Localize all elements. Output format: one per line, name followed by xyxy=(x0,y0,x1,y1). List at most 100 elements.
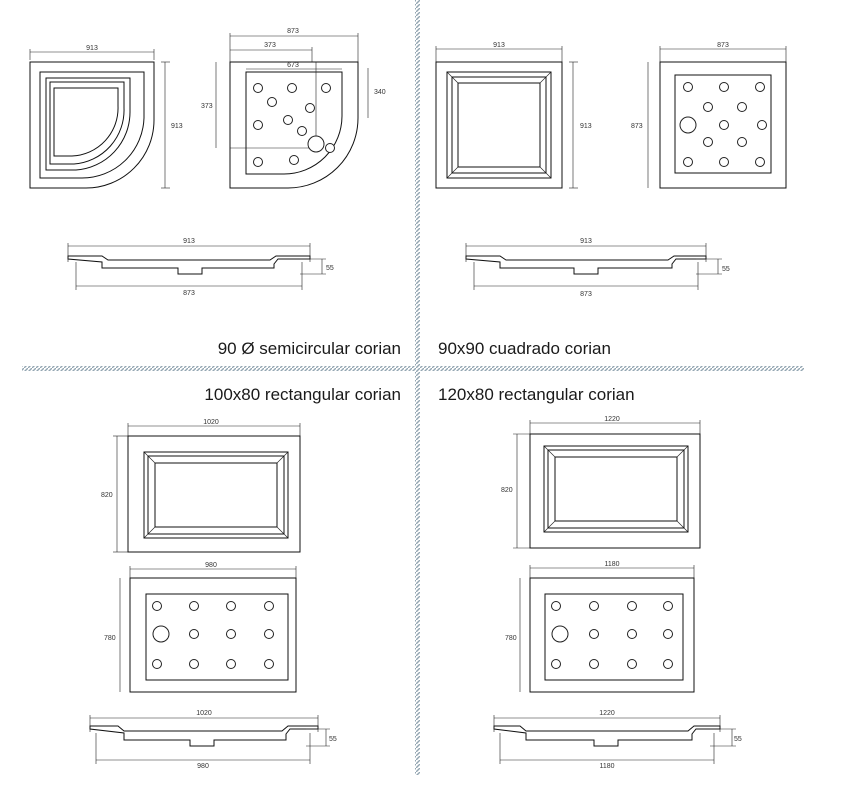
square-side-view: 913 873 55 xyxy=(465,238,730,298)
drain-hole xyxy=(283,115,293,125)
drain-hole xyxy=(589,629,599,639)
square-inner-width-label: 873 xyxy=(717,42,729,49)
semicircular-side-total-label: 913 xyxy=(183,238,195,245)
rect100-inner-height-label: 780 xyxy=(104,635,116,642)
rect120-inner-height-label: 780 xyxy=(505,635,517,642)
drain-hole xyxy=(683,157,693,167)
square-drain-holes xyxy=(679,82,767,167)
rect120-base-plan: 1180 780 xyxy=(505,561,695,693)
drain-hole xyxy=(253,120,263,130)
semicircular-drain-holes xyxy=(253,83,335,167)
rect100-side-view: 1020 980 55 xyxy=(89,710,337,770)
rect120-side-depth-label: 55 xyxy=(734,736,742,743)
drain-hole xyxy=(253,83,263,93)
rect100-side-total-label: 1020 xyxy=(196,710,212,717)
square-height-label: 913 xyxy=(580,123,592,130)
drain-hole xyxy=(321,83,331,93)
semicircular-radius-height-label: 373 xyxy=(201,103,213,110)
drain-hole xyxy=(627,629,637,639)
drain-hole xyxy=(757,120,767,130)
drain-hole xyxy=(551,601,561,611)
drain-hole xyxy=(703,137,713,147)
drain-hole xyxy=(189,629,199,639)
rect100-base-plan: 980 780 xyxy=(104,562,297,693)
drain-hole xyxy=(325,143,335,153)
drain-hole xyxy=(226,601,236,611)
square-side-total-label: 913 xyxy=(580,238,592,245)
semicircular-side-view: 913 873 55 xyxy=(67,238,334,297)
drain-hole xyxy=(287,83,297,93)
rect100-plan: 1020 820 xyxy=(101,419,301,553)
drain-outlet xyxy=(679,116,697,134)
semicircular-radius-width-label: 373 xyxy=(264,42,276,49)
drain-hole xyxy=(226,659,236,669)
drain-hole xyxy=(737,102,747,112)
drain-hole xyxy=(264,601,274,611)
square-width-label: 913 xyxy=(493,42,505,49)
semicircular-side-depth-label: 55 xyxy=(326,265,334,272)
square-caption: 90x90 cuadrado corian xyxy=(438,339,611,358)
drain-outlet xyxy=(551,625,569,643)
drain-hole xyxy=(267,97,277,107)
horizontal-divider xyxy=(22,366,804,371)
semicircular-width-label: 913 xyxy=(86,45,98,52)
drain-hole xyxy=(189,659,199,669)
rect120-drain-holes xyxy=(551,601,673,669)
semicircular-side-base-label: 873 xyxy=(183,290,195,297)
semicircular-inner-width-label: 873 xyxy=(287,28,299,35)
semicircular-plan: 913 913 xyxy=(29,45,183,189)
drain-hole xyxy=(152,659,162,669)
drain-hole xyxy=(289,155,299,165)
rect120-width-label: 1220 xyxy=(604,416,620,423)
drain-hole xyxy=(627,659,637,669)
drain-hole xyxy=(737,137,747,147)
rect120-plan: 1220 820 xyxy=(501,416,701,549)
rect120-side-base-label: 1180 xyxy=(599,763,614,770)
square-side-base-label: 873 xyxy=(580,291,592,298)
square-inner-height-label: 873 xyxy=(631,123,643,130)
drain-hole xyxy=(719,157,729,167)
rect100-caption: 100x80 rectangular corian xyxy=(204,385,401,404)
drain-hole xyxy=(755,157,765,167)
rect120-height-label: 820 xyxy=(501,487,513,494)
drain-hole xyxy=(719,120,729,130)
drain-hole xyxy=(755,82,765,92)
rect100-height-label: 820 xyxy=(101,492,113,499)
rect100-inner-width-label: 980 xyxy=(205,562,217,569)
drain-hole xyxy=(297,126,307,136)
drain-hole xyxy=(703,102,713,112)
square-base-plan: 873 873 xyxy=(631,42,787,189)
drain-hole xyxy=(589,601,599,611)
drain-hole xyxy=(189,601,199,611)
rect100-side-depth-label: 55 xyxy=(329,736,337,743)
rect120-inner-width-label: 1180 xyxy=(604,561,619,568)
rect120-side-view: 1220 1180 55 xyxy=(493,710,742,770)
rect120-caption: 120x80 rectangular corian xyxy=(438,385,635,404)
drain-hole xyxy=(663,629,673,639)
drain-outlet xyxy=(307,135,325,153)
drain-hole xyxy=(663,601,673,611)
semicircular-base-plan: 873 373 673 373 340 xyxy=(201,28,386,189)
rect100-drain-holes xyxy=(152,601,274,669)
drain-hole xyxy=(551,659,561,669)
semicircular-grid-width-label: 673 xyxy=(287,62,299,69)
drain-hole xyxy=(589,659,599,669)
drain-hole xyxy=(264,659,274,669)
drain-hole xyxy=(683,82,693,92)
drain-hole xyxy=(152,601,162,611)
semicircular-grid-height-label: 340 xyxy=(374,89,386,96)
rect120-side-total-label: 1220 xyxy=(599,710,615,717)
drain-hole xyxy=(627,601,637,611)
semicircular-caption: 90 Ø semicircular corian xyxy=(218,339,401,358)
drain-outlet xyxy=(152,625,170,643)
drain-hole xyxy=(253,157,263,167)
drain-hole xyxy=(663,659,673,669)
drain-hole xyxy=(719,82,729,92)
square-side-depth-label: 55 xyxy=(722,266,730,273)
drain-hole xyxy=(305,103,315,113)
square-plan: 913 913 xyxy=(435,42,592,189)
drain-hole xyxy=(226,629,236,639)
drain-hole xyxy=(264,629,274,639)
semicircular-height-label: 913 xyxy=(171,123,183,130)
